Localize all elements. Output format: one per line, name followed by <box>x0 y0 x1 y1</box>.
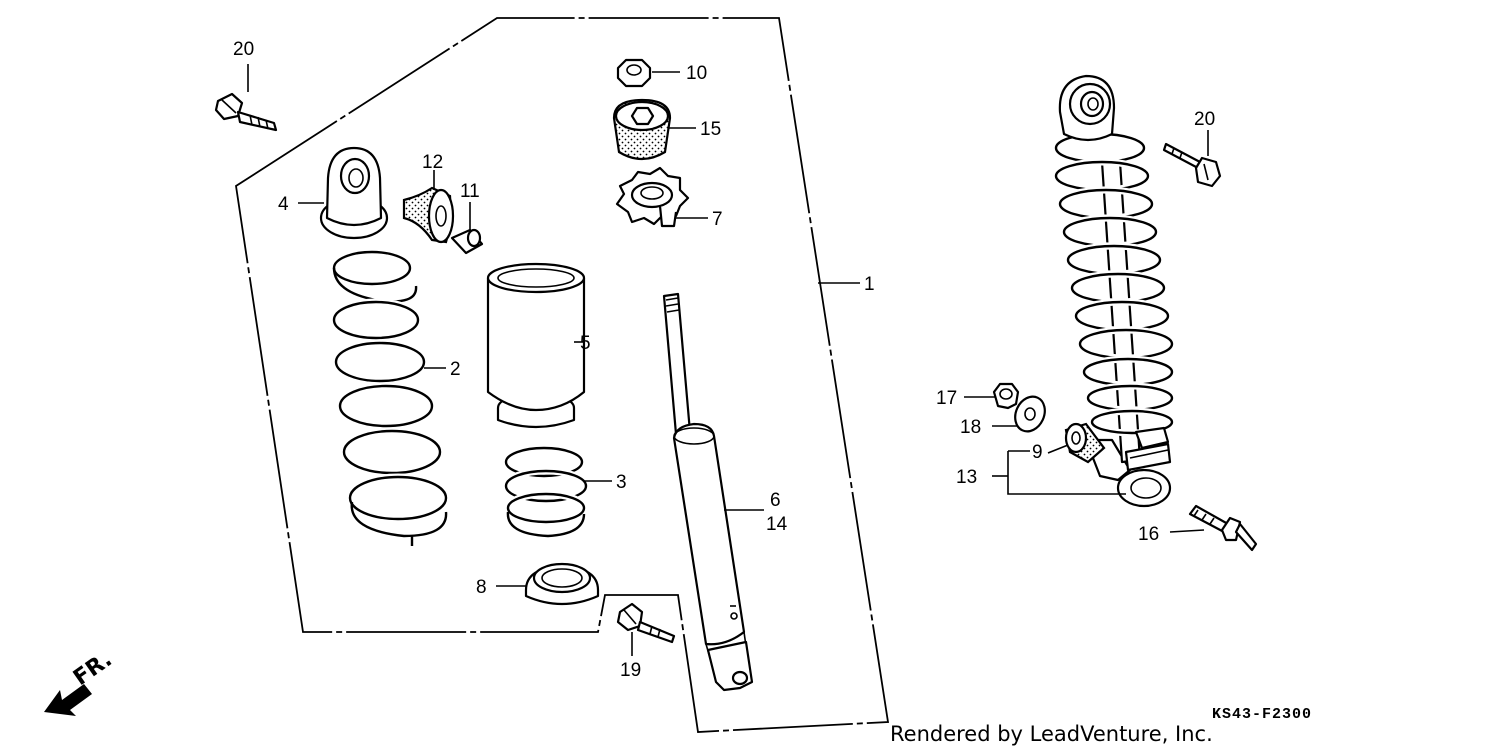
callout-10: 10 <box>686 63 707 84</box>
callout-20-right: 20 <box>1194 109 1215 130</box>
part-3-secondary-spring[interactable] <box>502 446 590 538</box>
arrow-icon <box>44 684 92 716</box>
callout-15: 15 <box>700 119 721 140</box>
part-8-spring-seat[interactable] <box>524 562 600 606</box>
callout-16: 16 <box>1138 524 1159 545</box>
callout-19: 19 <box>620 660 641 681</box>
callout-2: 2 <box>450 359 461 380</box>
render-credit: Rendered by LeadVenture, Inc. <box>890 722 1213 746</box>
callout-1: 1 <box>864 274 875 295</box>
callout-8: 8 <box>476 577 487 598</box>
part-20-bolt-right[interactable] <box>1162 142 1222 188</box>
assembly-boundary <box>235 17 890 733</box>
callout-6: 6 <box>770 490 781 511</box>
part-12-bushing[interactable] <box>402 186 455 244</box>
part-11-collar[interactable] <box>450 228 484 255</box>
part-16-stud-bolt[interactable] <box>1188 504 1258 552</box>
direction-label: FR. <box>69 647 117 691</box>
part-9-bushing[interactable] <box>1064 422 1106 464</box>
callout-4: 4 <box>278 194 289 215</box>
part-5-spring-guide[interactable] <box>486 262 586 429</box>
part-20-bolt-left[interactable] <box>214 92 278 132</box>
callout-3: 3 <box>616 472 627 493</box>
callout-13: 13 <box>956 467 977 488</box>
callout-9: 9 <box>1032 442 1043 463</box>
callout-7: 7 <box>712 209 723 230</box>
part-19-bolt[interactable] <box>616 602 676 644</box>
part-17-nut[interactable] <box>992 382 1020 410</box>
front-direction-indicator: FR. <box>44 647 117 716</box>
callout-17: 17 <box>936 388 957 409</box>
part-10-nut[interactable] <box>616 58 652 88</box>
callout-20-left: 20 <box>233 39 254 60</box>
part-6-damper-unit[interactable] <box>662 292 754 692</box>
part-7-stopper-plate[interactable] <box>615 166 690 228</box>
part-15-bump-rubber[interactable] <box>612 98 672 161</box>
part-2-main-spring[interactable] <box>330 250 450 546</box>
callout-11: 11 <box>460 181 480 202</box>
callout-5: 5 <box>580 333 591 354</box>
diagram-code: KS43-F2300 <box>1212 706 1312 723</box>
callout-12: 12 <box>422 152 443 173</box>
callout-14: 14 <box>766 514 788 535</box>
callout-18: 18 <box>960 417 981 438</box>
assembled-shock-absorber <box>1052 74 1176 508</box>
part-4-upper-mount[interactable] <box>319 146 389 240</box>
leader-lines <box>247 64 1209 656</box>
part-18-washer[interactable] <box>1010 392 1051 436</box>
